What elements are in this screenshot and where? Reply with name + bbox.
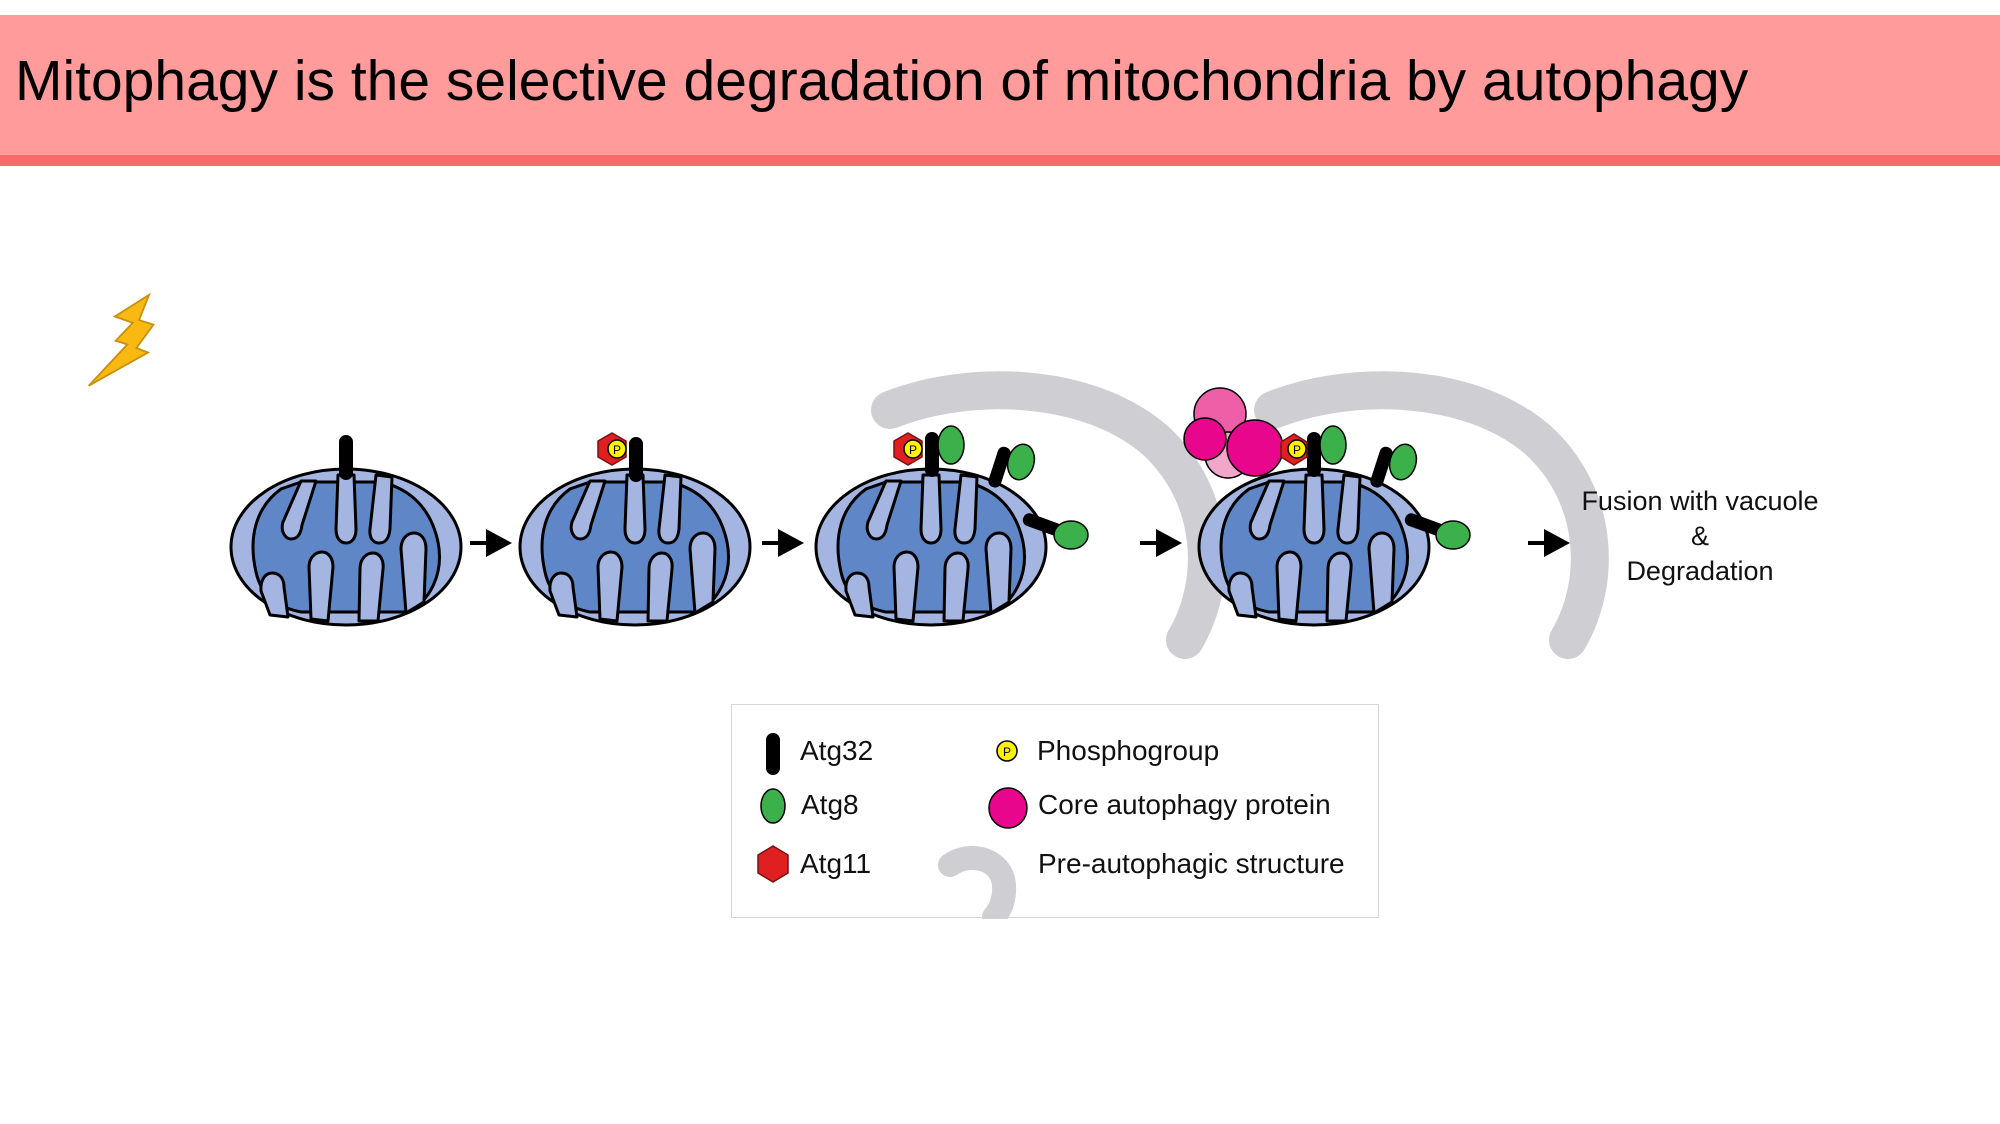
atg8-oval-icon: [760, 788, 786, 824]
phospho-label: P: [909, 443, 917, 457]
outcome-line-2: &: [1690, 521, 1709, 551]
atg8-protein: [1388, 443, 1418, 481]
legend-label-pas: Pre-autophagic structure: [1038, 848, 1345, 879]
legend-label-phosphogroup: Phosphogroup: [1037, 735, 1220, 766]
legend-label-atg8: Atg8: [801, 789, 859, 820]
legend-icons: P: [757, 733, 1028, 919]
phosphogroup: [903, 439, 923, 459]
atg32-receptor: [988, 446, 1011, 488]
legend-label-atg11: Atg11: [800, 848, 872, 879]
phospho-icon-label: P: [1003, 745, 1011, 759]
atg8-protein: [937, 425, 965, 465]
atg32-receptor: [1370, 446, 1393, 488]
atg32-receptor: [339, 435, 353, 480]
outcome-text: Fusion with vacuole & Degradation: [1533, 484, 1867, 589]
phospho-label: P: [1293, 443, 1301, 457]
atg8-protein: [1435, 520, 1471, 550]
atg32-receptor: [1404, 513, 1444, 536]
mitochondrion-stage-1: [229, 467, 463, 627]
atg8-protein: [1053, 520, 1089, 550]
outcome-line-3: Degradation: [1626, 556, 1774, 586]
arrow-icon: [1528, 529, 1570, 557]
mitochondrion-stage-2: [518, 467, 752, 627]
arrow-icon: [470, 529, 512, 557]
title-banner-stripe: [0, 155, 2000, 166]
phosphogroup: [1287, 439, 1307, 459]
outcome-line-1: Fusion with vacuole: [1581, 486, 1819, 516]
arrow-icon: [1140, 529, 1182, 557]
phospho-label: P: [613, 443, 621, 457]
legend: P Atg32 Atg8 Atg11 Phosphogroup Core aut…: [731, 704, 1379, 919]
atg32-receptor: [1022, 513, 1062, 536]
phosphogroup: [607, 439, 627, 459]
legend-label-core-protein: Core autophagy protein: [1038, 789, 1331, 820]
phosphogroup-icon: [996, 740, 1018, 762]
atg32-receptor: [629, 437, 643, 482]
atg32-receptor: [925, 432, 939, 477]
title-banner: [0, 15, 2000, 157]
lightning-bolt-icon: [88, 292, 155, 387]
page-title: Mitophagy is the selective degradation o…: [15, 49, 1749, 113]
atg32-bar-icon: [766, 733, 780, 775]
mitochondrion-stage-4: [1197, 467, 1431, 627]
mitochondrion-stage-3: [814, 467, 1048, 627]
atg11-hexagon-icon: [757, 845, 789, 883]
atg8-protein: [1006, 443, 1036, 481]
pas-crescent-icon: [938, 845, 1017, 919]
atg8-protein: [1319, 425, 1347, 465]
atg32-receptor: [1307, 432, 1321, 477]
core-protein-cluster: [1183, 387, 1284, 479]
legend-label-atg32: Atg32: [800, 735, 874, 766]
core-protein-icon: [988, 787, 1028, 829]
arrow-icon: [762, 529, 804, 557]
